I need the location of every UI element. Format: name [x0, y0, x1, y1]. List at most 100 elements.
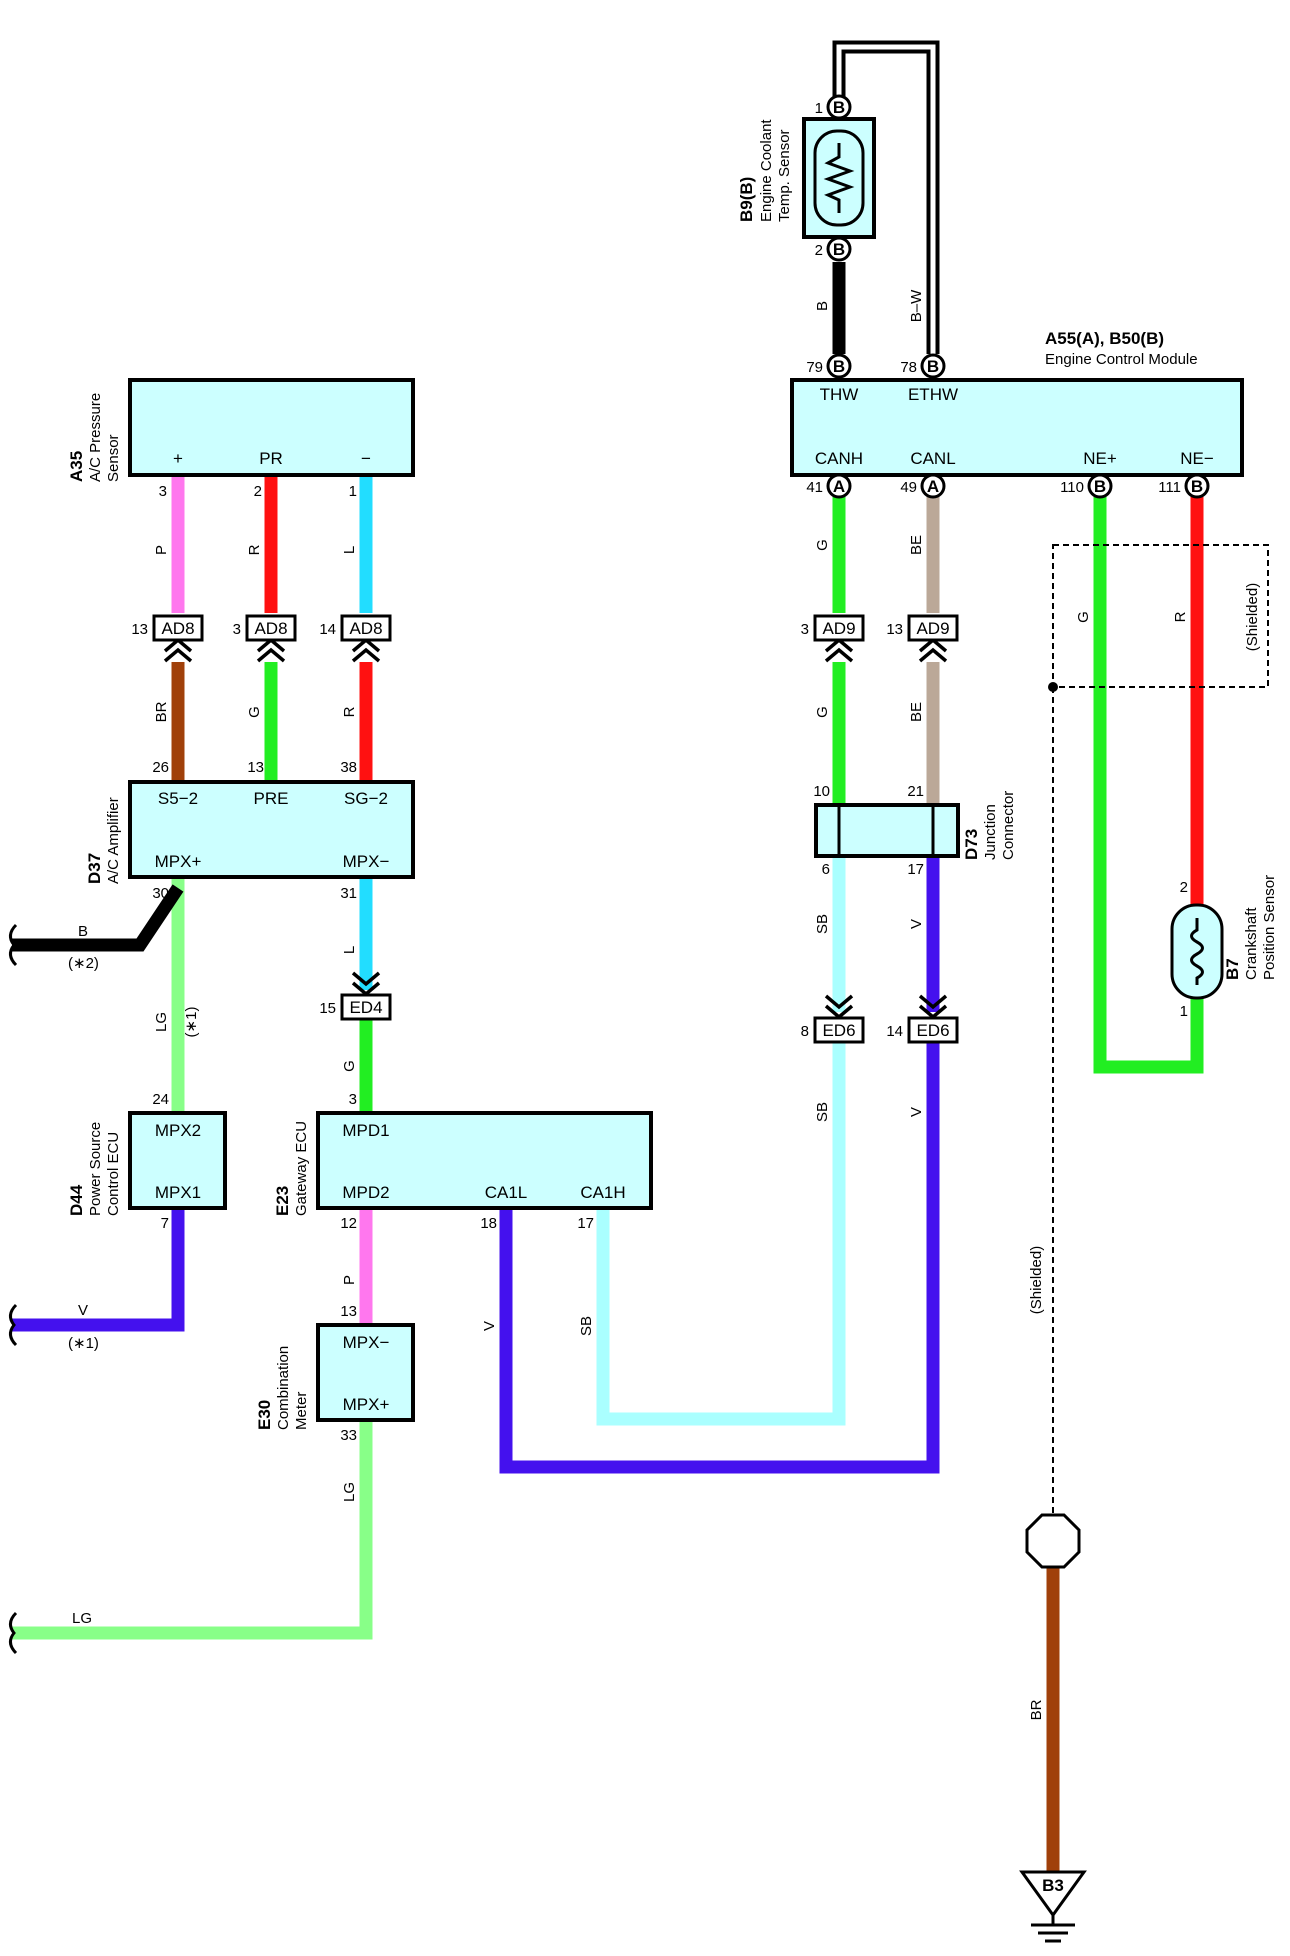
ed4-label: ED4: [349, 998, 382, 1017]
break-b: [9, 923, 18, 967]
break-v: [9, 1303, 18, 1347]
wl-v-3: V: [908, 1107, 925, 1117]
e30-box: [316, 1323, 415, 1422]
a35-name2: Sensor: [105, 434, 122, 482]
d37-pin-s5: S5−2: [158, 789, 198, 808]
e23-pin-ca1h: CA1H: [580, 1183, 625, 1202]
a35-name: A/C Pressure: [87, 393, 104, 482]
pin-d37-mpxm: 31: [340, 885, 357, 902]
d37-pin-pre: PRE: [254, 789, 289, 808]
ecm-pin-ethw: ETHW: [908, 385, 958, 404]
wl-r-1: R: [246, 544, 263, 555]
e23-pin-ca1l: CA1L: [485, 1183, 528, 1202]
pin-b9-2: 2: [815, 242, 823, 259]
pin-e23-ca1l: 18: [480, 1215, 497, 1232]
pin-a35-pr: 2: [254, 483, 262, 500]
wire-v-ca1l: [499, 1040, 940, 1474]
wl-v-left: V: [78, 1302, 88, 1319]
a35-label: A35: [67, 451, 86, 482]
ed6-label-1: ED6: [822, 1021, 855, 1040]
pin-e23-ca1h: 17: [577, 1215, 594, 1232]
ecm-canl-circle: [920, 473, 946, 499]
b7-name-2: Position Sensor: [1261, 875, 1278, 980]
ecm-nem-letter: B: [1191, 477, 1203, 496]
ecm-nep-circle: [1087, 473, 1113, 499]
ad8-box-3: [340, 614, 392, 642]
pin-d37-mpxp: 30: [152, 885, 169, 902]
wl-br-1: BR: [153, 701, 170, 722]
pin-numbers: 3 2 1 13 3 14 26 13 38 30 31 15 3 24 7 1…: [131, 100, 1188, 1444]
b3-ground-triangle: [1019, 1870, 1087, 1918]
d37-pin-mpxm: MPX−: [343, 852, 390, 871]
pin-ed6-a: 8: [801, 1023, 809, 1040]
ed6-box-1: [813, 1016, 865, 1044]
wl-g-1: G: [246, 706, 263, 718]
d73-name-1: Junction: [982, 804, 999, 860]
wl-sb-1: SB: [578, 1316, 595, 1336]
wl-star1-a: (∗1): [183, 1007, 200, 1038]
chevron-up-icon: [824, 637, 854, 663]
d44-id: D44: [67, 1184, 86, 1216]
d37-pin-mpxp: MPX+: [155, 852, 202, 871]
a35-name-2: Sensor: [105, 434, 122, 482]
pin-d44-mpx1: 7: [161, 1215, 169, 1232]
b7-name-1: Crankshaft: [1243, 907, 1260, 980]
wl-r-3: R: [1172, 611, 1189, 622]
e23-pin-mpd2: MPD2: [342, 1183, 389, 1202]
ecm-canh-letter: A: [833, 477, 845, 496]
wl-g-5: G: [1075, 611, 1092, 623]
wl-b-left: B: [78, 923, 88, 940]
wl-r-2: R: [341, 706, 358, 717]
pin-d44-mpx2: 24: [152, 1091, 169, 1108]
pin-e23-mpd1: 3: [349, 1091, 357, 1108]
d37-id: D37: [85, 853, 104, 884]
wl-g-4: G: [814, 706, 831, 718]
wires: [12, 40, 1269, 1872]
pin-ad9-a: 3: [801, 621, 809, 638]
wire-g-nep: [1093, 497, 1204, 1074]
wl-sb-2: SB: [814, 914, 831, 934]
wl-bw: B–W: [908, 289, 925, 322]
ed4-box: [340, 993, 392, 1021]
wire-v-d44: [12, 1208, 185, 1332]
pin-e30-mpxm: 13: [340, 1303, 357, 1320]
pin-ecm-ethw: 78: [900, 359, 917, 376]
pin-e23-mpd2: 12: [340, 1215, 357, 1232]
ad8-label-3: AD8: [349, 619, 382, 638]
ecm-pin-thw: THW: [820, 385, 859, 404]
ad9-label-1: AD9: [822, 619, 855, 638]
a35-pin-plus: +: [173, 449, 183, 468]
ecm-id: A55(A), B50(B): [1045, 329, 1164, 348]
chevron-up-icon: [163, 637, 193, 663]
pin-d37-sg: 38: [340, 759, 357, 776]
b9-pin1-letter: B: [833, 98, 845, 117]
shield-dot: [1048, 682, 1058, 692]
wire-labels: P R L BR G R LG (∗1) L G P LG V SB B B–W…: [153, 289, 1261, 1721]
wl-lg-1: LG: [153, 1012, 170, 1032]
wl-shielded-2: (Shielded): [1028, 1246, 1045, 1314]
e30-id: E30: [255, 1400, 274, 1430]
e30-pin-mpxp: MPX+: [343, 1395, 390, 1414]
wl-be-1: BE: [908, 535, 925, 555]
pin-e30-mpxp: 33: [340, 1427, 357, 1444]
wl-sb-3: SB: [814, 1102, 831, 1122]
wl-p-2: P: [341, 1275, 358, 1285]
b9-id: B9(B): [737, 177, 756, 222]
d73-box: [814, 803, 960, 858]
wl-lg-left: LG: [72, 1610, 92, 1627]
pin-d73-6: 6: [822, 861, 830, 878]
b9-name-1: Engine Coolant: [758, 119, 775, 222]
b9-thermistor-icon: [813, 129, 865, 227]
break-lg: [9, 1611, 18, 1655]
pin-b7-2: 2: [1180, 879, 1188, 896]
wl-b-1: B: [814, 301, 831, 311]
wl-br-2: BR: [1028, 1699, 1045, 1720]
ad9-label-2: AD9: [916, 619, 949, 638]
wl-lg-2: LG: [341, 1482, 358, 1502]
wl-star1-b: (∗1): [68, 1335, 99, 1352]
ad9-box-1: [813, 614, 865, 642]
d37-box: [128, 780, 415, 879]
d37-pin-sg: SG−2: [344, 789, 388, 808]
ecm-pin-nem: NE−: [1180, 449, 1214, 468]
